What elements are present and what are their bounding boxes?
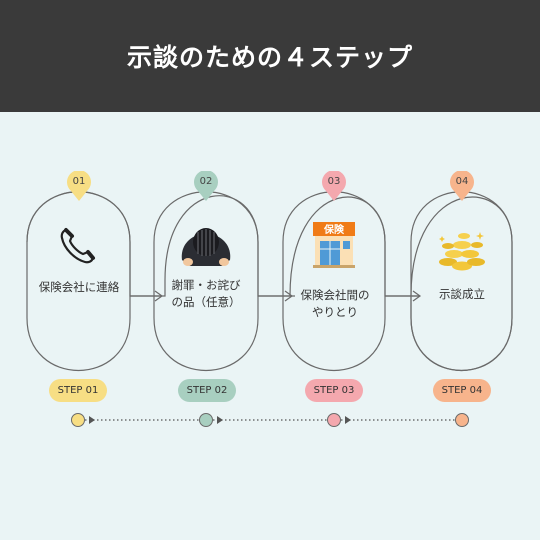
card-4-outline: [410, 191, 513, 372]
insurance-office-icon: 保険: [313, 222, 355, 268]
timeline-dot-2: [199, 413, 213, 427]
timeline-dot-3: [327, 413, 341, 427]
arrow-1-2: [130, 290, 164, 302]
step-3-label: STEP 03: [305, 379, 363, 402]
step-3-line-1: 保険会社間の: [300, 288, 370, 302]
step-1-text: 保険会社に連絡: [27, 279, 131, 296]
step-2-pin: 02: [193, 170, 219, 202]
header-bar: 示談のための４ステップ: [0, 0, 540, 112]
step-4-label: STEP 04: [433, 379, 491, 402]
step-4-number: 04: [455, 176, 469, 187]
step-4-line-1: 示談成立: [439, 287, 485, 301]
step-2-line-2: の品（任意）: [171, 295, 241, 309]
timeline-dot-4: [455, 413, 469, 427]
insurance-office-sign: 保険: [323, 223, 345, 236]
step-3-text: 保険会社間の やりとり: [283, 287, 387, 321]
gold-coins-icon: [439, 232, 485, 271]
timeline-arrowhead-2: [217, 416, 223, 424]
step-2-number: 02: [199, 176, 213, 187]
page-title: 示談のための４ステップ: [126, 43, 413, 72]
phone-icon: [60, 228, 95, 264]
step-1-label: STEP 01: [49, 379, 107, 402]
step-1-line-1: 保険会社に連絡: [38, 280, 120, 294]
step-1-number: 01: [72, 176, 86, 187]
step-3-pin: 03: [321, 170, 347, 202]
step-2-label: STEP 02: [178, 379, 236, 402]
timeline-dot-1: [71, 413, 85, 427]
timeline-arrowhead-3: [345, 416, 351, 424]
card-1-outline: [26, 191, 131, 372]
bowing-person-icon: [181, 228, 231, 266]
step-3-number: 03: [327, 176, 341, 187]
step-4-pin: 04: [449, 170, 475, 202]
step-2-line-1: 謝罪・お詫び: [171, 278, 241, 292]
step-2-text: 謝罪・お詫び の品（任意）: [154, 277, 258, 311]
timeline-arrowhead-1: [89, 416, 95, 424]
arrow-2-3: [258, 290, 294, 302]
step-3-line-2: やりとり: [312, 305, 358, 319]
card-3-outline: [282, 191, 386, 372]
step-1-pin: 01: [66, 170, 92, 202]
card-2-outline: [153, 191, 259, 372]
arrow-3-4: [385, 290, 422, 302]
step-4-text: 示談成立: [411, 286, 513, 303]
